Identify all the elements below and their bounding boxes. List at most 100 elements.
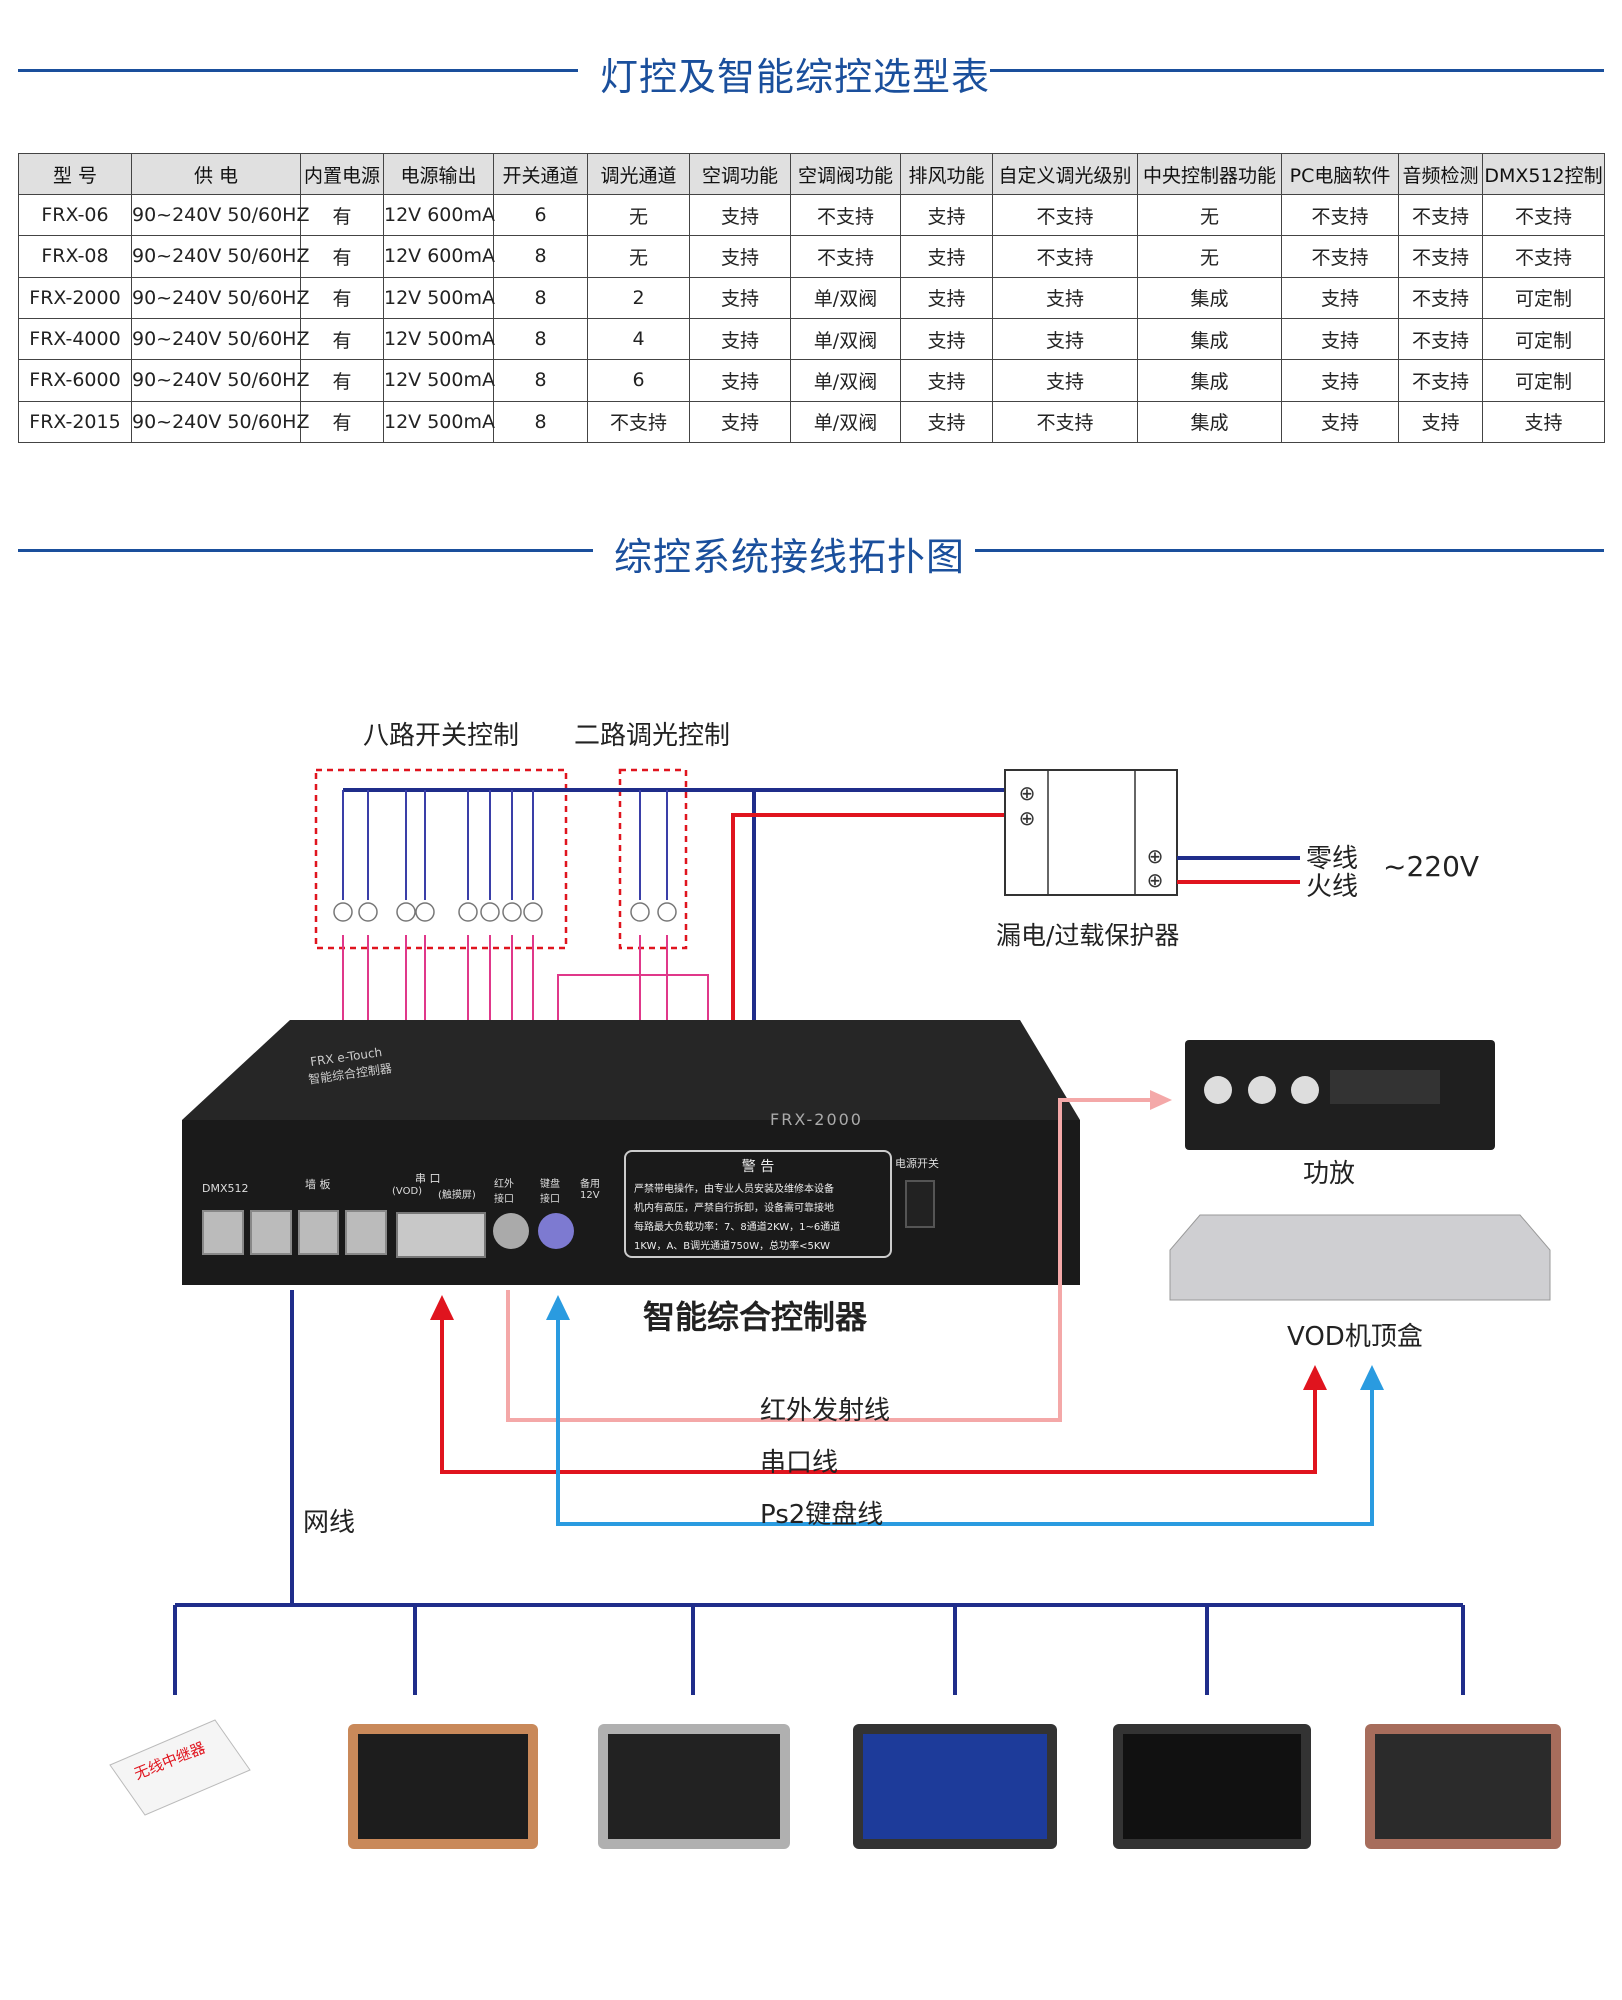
leakage-protector <box>1004 769 1178 896</box>
title-rule-left <box>18 69 578 72</box>
table-cell: 集成 <box>1137 359 1282 402</box>
serial-db9-port <box>396 1212 486 1258</box>
title-rule-left <box>18 549 593 552</box>
network-drops <box>173 1605 1465 1695</box>
table-cell: 无 <box>587 193 690 237</box>
table-header-cell: 内置电源 <box>300 153 384 195</box>
controller-top <box>182 1020 1080 1120</box>
table-cell: 不支持 <box>587 400 690 444</box>
rj45-port <box>345 1210 387 1255</box>
serial-cable-label: 串口线 <box>760 1448 839 1478</box>
table-cell: 不支持 <box>1281 193 1399 237</box>
table-header-cell: 调光通道 <box>587 153 690 195</box>
table-header-cell: PC电脑软件 <box>1281 153 1399 195</box>
vod-label: VOD机顶盒 <box>1287 1322 1423 1352</box>
table-cell: 90~240V 50/60HZ <box>131 359 309 402</box>
warning-line: 每路最大负载功率：7、8通道2KW，1~6通道 <box>634 1222 841 1233</box>
ps2-cable-label: Ps2键盘线 <box>760 1500 884 1530</box>
ir-cable <box>506 1098 1150 1422</box>
table-cell: 支持 <box>689 317 791 361</box>
ir-mini-din-port <box>493 1213 529 1249</box>
table-header-cell: 排风功能 <box>900 153 993 195</box>
ps2-port <box>538 1213 574 1249</box>
rj45-port <box>249 1210 292 1255</box>
table-header-cell: 空调功能 <box>689 153 791 195</box>
table-cell: 单/双阀 <box>790 317 901 361</box>
table-cell: 12V 500mA <box>383 276 495 319</box>
vod-port-label: (VOD) <box>392 1186 423 1197</box>
dimmer-group-box <box>618 768 688 950</box>
table-cell: 不支持 <box>1482 193 1605 237</box>
lamp-feed-wires <box>342 935 709 1030</box>
table-cell: 支持 <box>1281 317 1399 361</box>
svg-text:⊕: ⊕ <box>1147 868 1164 892</box>
table-cell: 单/双阀 <box>790 400 901 444</box>
section-title-selection: 灯控及智能综控选型表 <box>0 40 1622 100</box>
network-cable-label: 网线 <box>303 1508 356 1538</box>
wall-panels <box>348 1724 1561 1849</box>
table-cell: 8 <box>493 235 588 278</box>
warning-line: 机内有高压，严禁自行拆卸，设备需可靠接地 <box>634 1203 834 1214</box>
wall-panel-port-label: 墙 板 <box>305 1178 331 1191</box>
table-cell: 8 <box>493 359 588 402</box>
table-cell: FRX-4000 <box>18 317 132 361</box>
table-cell: 12V 500mA <box>383 359 495 402</box>
table-cell: 8 <box>493 400 588 444</box>
ps2-cable <box>556 1310 1374 1526</box>
rj45-ports <box>202 1210 387 1255</box>
lamp-wires <box>342 790 668 900</box>
table-cell: 支持 <box>992 317 1138 361</box>
table-cell: 支持 <box>900 235 993 278</box>
power-switch <box>905 1180 935 1228</box>
table-cell: 12V 500mA <box>383 400 495 444</box>
table-header-cell: 音频检测 <box>1398 153 1483 195</box>
table-cell: 支持 <box>689 193 791 237</box>
table-header-cell: 中央控制器功能 <box>1137 153 1282 195</box>
kb-port-label: 键盘接口 <box>540 1179 560 1205</box>
table-cell: 支持 <box>992 359 1138 402</box>
title-rule-right <box>975 549 1604 552</box>
table-cell: 可定制 <box>1482 276 1605 319</box>
table-cell: 无 <box>1137 235 1282 278</box>
table-cell: 支持 <box>1398 400 1483 444</box>
dimmer-group-label: 二路调光控制 <box>574 721 731 751</box>
switch-group-label: 八路开关控制 <box>363 721 520 751</box>
table-cell: 支持 <box>900 193 993 237</box>
table-cell: 有 <box>300 400 384 444</box>
table-cell: 支持 <box>689 359 791 402</box>
table-cell: 不支持 <box>1398 317 1483 361</box>
rj45-port <box>297 1210 340 1255</box>
table-cell: 不支持 <box>992 400 1138 444</box>
table-cell: 支持 <box>689 276 791 319</box>
table-cell: 支持 <box>900 276 993 319</box>
warning-box: 警 告 严禁带电操作，由专业人员安装及维修本设备 机内有高压，严禁自行拆卸，设备… <box>624 1150 892 1258</box>
controller-model: FRX-2000 <box>770 1110 863 1129</box>
table-cell: 2 <box>587 276 690 319</box>
table-cell: 8 <box>493 317 588 361</box>
ir-cable-label: 红外发射线 <box>760 1396 891 1426</box>
ir-port-label: 红外接口 <box>494 1179 514 1205</box>
section-title-topology: 综控系统接线拓扑图 <box>0 520 1622 580</box>
table-header-cell: 自定义调光级别 <box>992 153 1138 195</box>
table-cell: 支持 <box>1281 276 1399 319</box>
table-cell: FRX-2015 <box>18 400 132 444</box>
repeater-box <box>109 1719 251 1816</box>
table-cell: 集成 <box>1137 400 1282 444</box>
warning-title: 警 告 <box>741 1159 775 1175</box>
table-cell: 可定制 <box>1482 359 1605 402</box>
switch-group-box <box>314 768 568 950</box>
table-cell: 不支持 <box>1398 193 1483 237</box>
touch-port-label: (触摸屏) <box>438 1190 476 1201</box>
section-title-text: 灯控及智能综控选型表 <box>600 55 991 99</box>
table-cell: 不支持 <box>790 193 901 237</box>
table-cell: 支持 <box>900 359 993 402</box>
controller-label: 智能综合控制器 <box>643 1298 868 1336</box>
table-header-cell: 开关通道 <box>493 153 588 195</box>
section-title-text: 综控系统接线拓扑图 <box>614 535 966 579</box>
serial-cable <box>440 1310 1317 1474</box>
amplifier-label: 功放 <box>1303 1159 1356 1189</box>
dmx-label: DMX512 <box>202 1182 249 1195</box>
table-cell: 90~240V 50/60HZ <box>131 400 309 444</box>
